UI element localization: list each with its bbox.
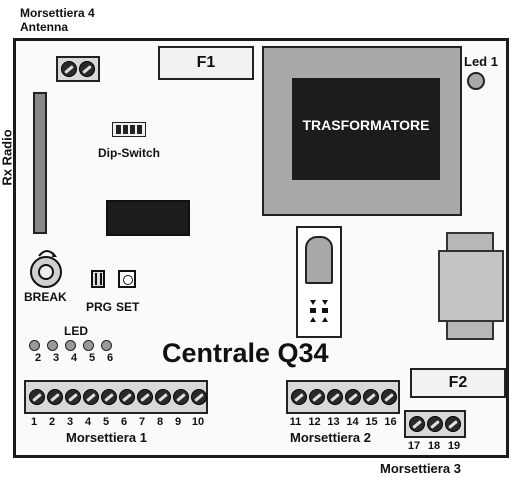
terminal-number: 16 <box>384 416 397 428</box>
terminal-number: 19 <box>447 440 461 452</box>
terminal-number: 9 <box>174 416 182 428</box>
led-number: 3 <box>52 352 60 364</box>
terminal-number: 13 <box>327 416 340 428</box>
break-potentiometer[interactable] <box>30 256 62 288</box>
screw-icon <box>83 389 99 405</box>
terminal-number: 12 <box>308 416 321 428</box>
screw-icon <box>345 389 361 405</box>
led-numbers: 2 3 4 5 6 <box>29 352 119 364</box>
set-label: SET <box>116 300 140 314</box>
screw-icon <box>381 389 397 405</box>
potentiometer-arrow-icon <box>36 244 58 257</box>
led1-indicator <box>467 72 485 90</box>
rx-radio-label: Rx Radio <box>0 129 15 186</box>
led-number: 5 <box>88 352 96 364</box>
transformer-core: TRASFORMATORE <box>292 78 440 180</box>
screw-icon <box>291 389 307 405</box>
screw-icon <box>327 389 343 405</box>
fuse-f2-label: F2 <box>448 374 468 391</box>
dip-switch-label: Dip-Switch <box>98 146 160 160</box>
terminal-2-label: Morsettiera 2 <box>290 430 371 445</box>
screw-icon <box>173 389 189 405</box>
terminal-1-numbers: 1 2 3 4 5 6 7 8 9 10 <box>25 416 209 428</box>
break-label: BREAK <box>24 290 67 304</box>
antenna-terminal-label-line1: Morsettiera 4 <box>20 6 95 20</box>
fuse-f1-label: F1 <box>196 54 216 71</box>
terminal-block-3 <box>404 410 466 438</box>
prg-label: PRG <box>86 300 113 314</box>
terminal-number: 15 <box>365 416 378 428</box>
led-indicator <box>47 340 58 351</box>
microcontroller-chip <box>106 200 190 236</box>
led-number: 6 <box>106 352 114 364</box>
screw-icon <box>445 416 461 432</box>
center-component-pins <box>308 298 330 328</box>
screw-icon <box>61 61 77 77</box>
antenna-terminal-block <box>56 56 100 82</box>
terminal-number: 1 <box>30 416 38 428</box>
rx-radio-module <box>33 92 47 234</box>
terminal-number: 17 <box>407 440 421 452</box>
terminal-number: 6 <box>120 416 128 428</box>
led1-label: Led 1 <box>464 54 498 69</box>
terminal-number: 5 <box>102 416 110 428</box>
screw-icon <box>137 389 153 405</box>
terminal-number: 14 <box>346 416 359 428</box>
center-component-cap <box>305 236 333 284</box>
led-indicator <box>101 340 112 351</box>
screw-icon <box>79 61 95 77</box>
screw-icon <box>191 389 207 405</box>
screw-icon <box>119 389 135 405</box>
screw-icon <box>101 389 117 405</box>
relay-body <box>438 250 504 322</box>
screw-icon <box>65 389 81 405</box>
terminal-3-label: Morsettiera 3 <box>380 461 461 476</box>
transformer-label: TRASFORMATORE <box>302 117 430 133</box>
led-row <box>29 340 112 351</box>
terminal-number: 7 <box>138 416 146 428</box>
terminal-number: 10 <box>191 416 205 428</box>
dip-switch <box>112 122 146 137</box>
screw-icon <box>47 389 63 405</box>
led-row-label: LED <box>64 324 88 338</box>
terminal-block-1 <box>24 380 208 414</box>
board-title: Centrale Q34 <box>162 338 329 368</box>
terminal-3-numbers: 17 18 19 <box>404 440 464 452</box>
terminal-2-numbers: 11 12 13 14 15 16 <box>286 416 400 428</box>
fuse-f1: F1 <box>158 46 254 80</box>
terminal-number: 11 <box>289 416 302 428</box>
terminal-1-label: Morsettiera 1 <box>66 430 147 445</box>
led-indicator <box>83 340 94 351</box>
terminal-number: 18 <box>427 440 441 452</box>
terminal-number: 8 <box>156 416 164 428</box>
led-number: 2 <box>34 352 42 364</box>
led-number: 4 <box>70 352 78 364</box>
antenna-terminal-label-line2: Antenna <box>20 20 68 34</box>
screw-icon <box>309 389 325 405</box>
screw-icon <box>427 416 443 432</box>
terminal-number: 2 <box>48 416 56 428</box>
terminal-number: 4 <box>84 416 92 428</box>
led-indicator <box>29 340 40 351</box>
terminal-number: 3 <box>66 416 74 428</box>
screw-icon <box>29 389 45 405</box>
screw-icon <box>409 416 425 432</box>
screw-icon <box>363 389 379 405</box>
set-button[interactable] <box>118 270 136 288</box>
screw-icon <box>155 389 171 405</box>
led-indicator <box>65 340 76 351</box>
terminal-block-2 <box>286 380 400 414</box>
prg-jumper[interactable] <box>91 270 105 288</box>
relay-bottom <box>446 320 494 340</box>
fuse-f2: F2 <box>410 368 506 398</box>
relay-top <box>446 232 494 252</box>
